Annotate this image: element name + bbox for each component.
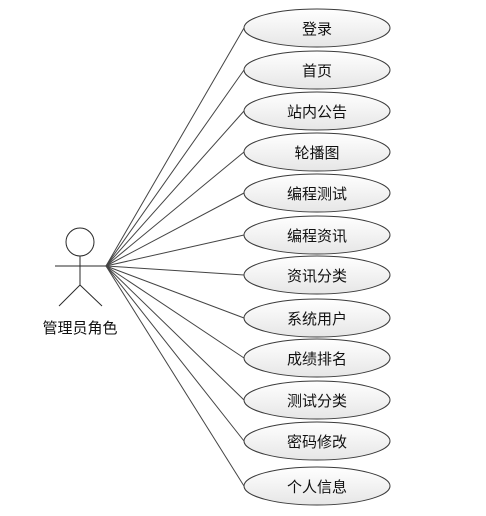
association-lines (105, 27, 245, 487)
use-case-ellipse (243, 50, 391, 90)
use-case-ellipse (243, 91, 391, 131)
association-line (105, 192, 245, 267)
use-case-label: 编程资讯 (287, 227, 347, 245)
use-case-label: 密码修改 (287, 433, 347, 451)
use-case-label: 资讯分类 (287, 267, 347, 285)
use-case-label: 站内公告 (287, 103, 347, 121)
use-case: 系统用户 (243, 298, 391, 338)
use-case: 测试分类 (243, 380, 391, 420)
use-case-list: 登录首页站内公告轮播图编程测试编程资讯资讯分类系统用户成绩排名测试分类密码修改个… (243, 8, 391, 506)
use-case-ellipse (243, 8, 391, 48)
use-case-label: 测试分类 (287, 392, 347, 410)
association-line (105, 27, 245, 267)
use-case-label: 轮播图 (294, 144, 339, 162)
association-line (105, 110, 245, 267)
actor-right-leg (79, 284, 103, 307)
use-case: 首页 (243, 50, 391, 90)
use-case-ellipse (243, 421, 391, 461)
use-case: 密码修改 (243, 421, 391, 461)
association-line (105, 265, 245, 487)
use-case-ellipse (243, 215, 391, 255)
association-line (105, 151, 245, 267)
use-case: 站内公告 (243, 91, 391, 131)
association-line (105, 265, 245, 359)
association-line (105, 265, 245, 319)
actor-left-leg (58, 284, 81, 307)
use-case-ellipse (243, 132, 391, 172)
association-line (105, 234, 245, 267)
use-case-label: 首页 (302, 62, 332, 80)
use-case: 资讯分类 (243, 255, 391, 295)
use-case: 轮播图 (243, 132, 391, 172)
use-case-ellipse (243, 380, 391, 420)
use-case-label: 系统用户 (287, 310, 347, 328)
use-case: 编程测试 (243, 173, 391, 213)
use-case: 登录 (243, 8, 391, 48)
use-case-label: 编程测试 (287, 185, 347, 203)
actor-label: 管理员角色 (42, 319, 117, 337)
use-case-ellipse (243, 338, 391, 378)
use-case-label: 成绩排名 (287, 350, 347, 368)
use-case-label: 登录 (302, 20, 332, 38)
actor-admin: 管理员角色 (42, 227, 118, 337)
use-case-ellipse (243, 255, 391, 295)
use-case-label: 个人信息 (287, 478, 347, 496)
association-line (105, 265, 245, 276)
association-line (105, 265, 245, 401)
use-case: 编程资讯 (243, 215, 391, 255)
use-case-ellipse (243, 173, 391, 213)
use-case-ellipse (243, 466, 391, 506)
use-case: 个人信息 (243, 466, 391, 506)
actor-head (65, 227, 95, 257)
association-line (105, 69, 245, 267)
association-line (105, 265, 245, 442)
use-case-ellipse (243, 298, 391, 338)
use-case: 成绩排名 (243, 338, 391, 378)
